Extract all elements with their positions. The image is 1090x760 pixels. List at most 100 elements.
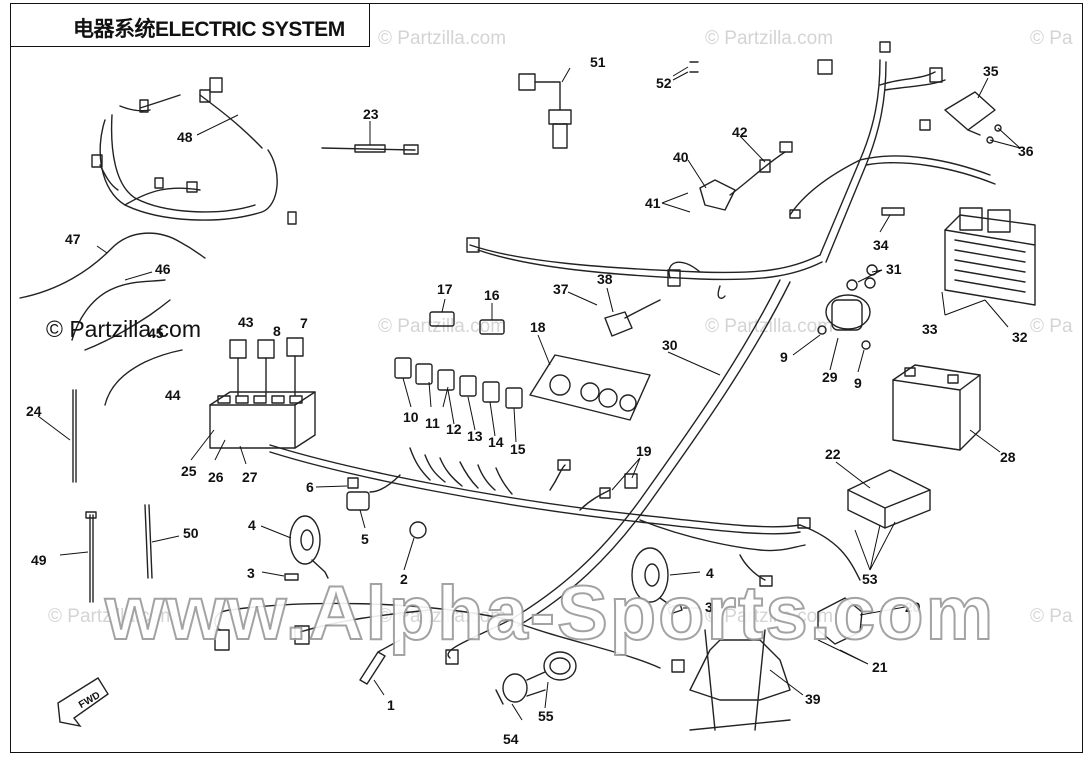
strap-49 — [89, 514, 94, 603]
horn-right — [631, 547, 671, 606]
battery-28 — [892, 364, 981, 451]
callout-label: 49 — [31, 552, 47, 568]
callout-label: 30 — [662, 337, 678, 353]
callout-label: 33 — [922, 321, 938, 337]
callout-label: 24 — [26, 403, 42, 419]
callout-label: 31 — [886, 261, 902, 277]
flasher-5 — [346, 491, 370, 511]
callout-label: 3 — [705, 599, 713, 615]
callout-label: 39 — [805, 691, 821, 707]
callout-label: 13 — [467, 428, 483, 444]
ecu-22 — [847, 469, 931, 529]
alpha-sports-watermark: www.Alpha-Sports.com — [104, 570, 996, 657]
sensor-40 — [699, 179, 736, 211]
bolt-9 — [817, 325, 827, 335]
lamp-socket-51 — [518, 73, 572, 149]
strap-50 — [144, 504, 153, 579]
partzilla-watermark-strong: © Partzilla.com — [46, 316, 201, 342]
callout-label: 40 — [673, 149, 689, 165]
callout-label: 6 — [306, 479, 314, 495]
bolt-3 — [284, 573, 299, 581]
callout-label: 45 — [148, 325, 164, 341]
bolt-9 — [861, 340, 871, 350]
callout-label: 38 — [597, 271, 613, 287]
guard-39 — [689, 629, 791, 731]
callout-label: 18 — [530, 319, 546, 335]
relay-leader-lines — [237, 355, 296, 396]
callout-label: 53 — [862, 571, 878, 587]
callout-label: 10 — [403, 409, 419, 425]
callout-label: 3 — [247, 565, 255, 581]
kit-18-bushing — [619, 394, 637, 412]
callout-label: 14 — [488, 434, 504, 450]
callout-label: 35 — [983, 63, 999, 79]
fuse-box — [209, 391, 316, 449]
callout-label: 44 — [165, 387, 181, 403]
callout-label: 43 — [238, 314, 254, 330]
bolt-3 — [667, 603, 683, 615]
regulator-32 — [944, 207, 1036, 306]
callout-label: 54 — [503, 731, 519, 747]
cable-23-connector — [403, 144, 419, 155]
starter-solenoid-29 — [825, 277, 876, 331]
callout-label: 7 — [300, 315, 308, 331]
callout-label: 41 — [645, 195, 661, 211]
callout-label: 55 — [538, 708, 554, 724]
module-20 — [817, 597, 863, 645]
diagram-frame — [10, 3, 1083, 753]
kit-18-bushing — [580, 382, 600, 402]
partzilla-watermark: © Pa — [1030, 606, 1073, 627]
cable-23 — [321, 147, 416, 151]
clip-34 — [881, 207, 905, 216]
callout-label: 15 — [510, 441, 526, 457]
callout-label: 8 — [273, 323, 281, 339]
leader-lines — [37, 66, 1021, 721]
fastener-52 — [689, 61, 699, 73]
callout-labels: 1 2 3 3 4 4 5 6 7 8 9 9 10 11 12 13 14 1… — [26, 54, 1034, 747]
callout-label: 4 — [706, 565, 714, 581]
callout-label: 42 — [732, 124, 748, 140]
lamp-54 — [495, 671, 546, 705]
callout-label: 2 — [400, 571, 408, 587]
callout-label: 32 — [1012, 329, 1028, 345]
partzilla-watermark: © Pa — [1030, 28, 1073, 49]
harness-connectors — [91, 41, 943, 673]
cable-44 — [104, 349, 183, 406]
callout-label: 4 — [248, 517, 256, 533]
strap-49-head — [85, 511, 97, 519]
kit-18-bushing — [549, 374, 571, 396]
callout-label: 47 — [65, 231, 81, 247]
cable-46 — [71, 279, 166, 341]
callout-label: 21 — [872, 659, 888, 675]
callout-label: 16 — [484, 287, 500, 303]
cable-42 — [729, 151, 786, 196]
callout-label: 50 — [183, 525, 199, 541]
callout-label: 46 — [155, 261, 171, 277]
partzilla-watermark: © Partzilla.com — [705, 606, 834, 627]
callout-label: 22 — [825, 446, 841, 462]
partzilla-watermark: © Partzilla.com — [378, 606, 507, 627]
callout-label: 9 — [780, 349, 788, 365]
callout-label: 52 — [656, 75, 672, 91]
callout-label: 29 — [822, 369, 838, 385]
bracket-35 — [944, 91, 996, 136]
callout-label: 12 — [446, 421, 462, 437]
sensor-2 — [409, 521, 427, 539]
callout-label: 27 — [242, 469, 258, 485]
partzilla-watermark: © Partzilla.com — [48, 606, 177, 627]
kit-18-bushing — [598, 388, 618, 408]
partzilla-watermark: © Partzilla.com — [705, 28, 834, 49]
connector-6 — [347, 477, 359, 489]
cable-47 — [19, 232, 206, 299]
callout-label: 25 — [181, 463, 197, 479]
callout-label: 28 — [1000, 449, 1016, 465]
callout-label: 23 — [363, 106, 379, 122]
main-wiring-harness — [214, 59, 996, 669]
callout-label: 48 — [177, 129, 193, 145]
partzilla-watermark: © Pa — [1030, 316, 1073, 337]
callout-label: 17 — [437, 281, 453, 297]
callout-label: 37 — [553, 281, 569, 297]
partzilla-watermark: © Partzilla.com — [705, 316, 834, 337]
